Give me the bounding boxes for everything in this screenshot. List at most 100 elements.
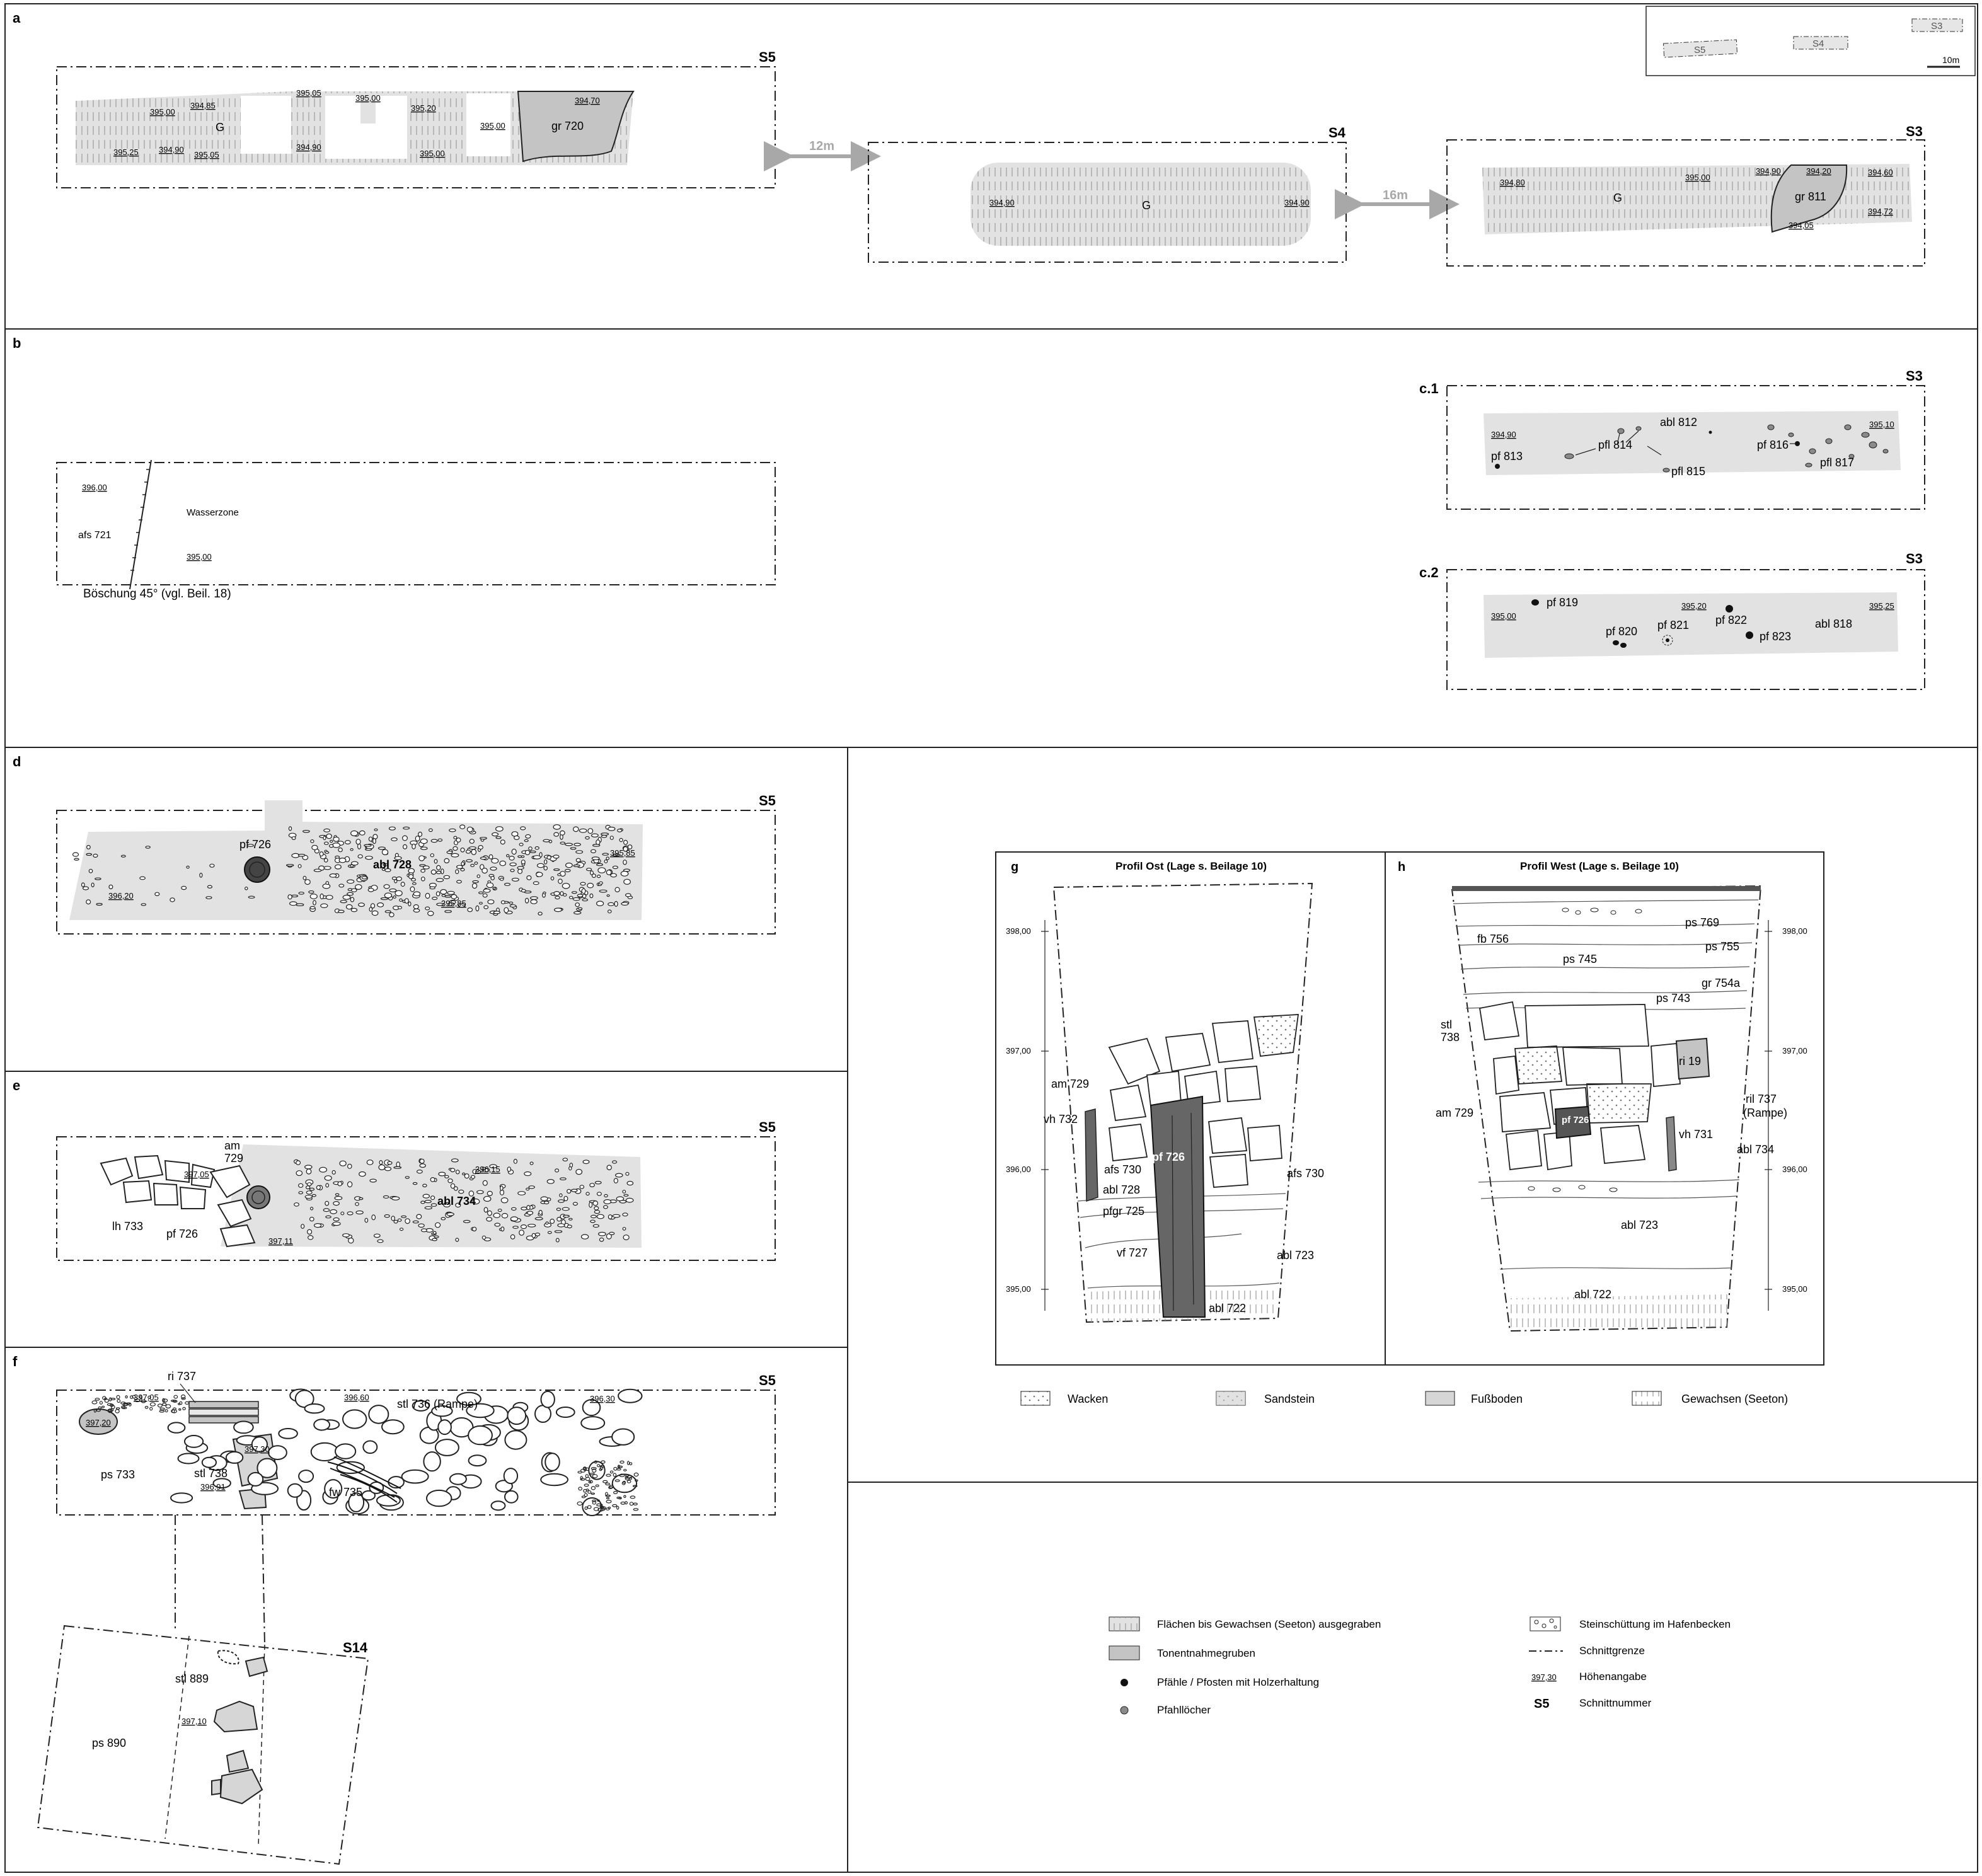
stone — [357, 843, 361, 849]
stone — [379, 1160, 383, 1165]
stone — [550, 1218, 555, 1224]
stone — [606, 1473, 611, 1477]
stone — [139, 876, 146, 880]
stone — [440, 889, 447, 895]
elev-a-s3-4: 394,20 — [1806, 166, 1831, 176]
stone — [500, 1197, 509, 1204]
stone — [465, 849, 471, 854]
stone — [304, 1403, 325, 1414]
stone — [599, 1465, 605, 1468]
stone — [556, 1207, 562, 1211]
stone — [162, 1398, 166, 1403]
elev-a-s4-1: 394,90 — [989, 198, 1015, 207]
stone — [288, 826, 292, 831]
trench-label-s5-d: S5 — [759, 793, 776, 809]
stone — [504, 1490, 519, 1504]
stone — [527, 1224, 536, 1228]
stone — [141, 903, 147, 906]
stone — [595, 1484, 599, 1487]
stone — [628, 1476, 633, 1480]
stone — [325, 1183, 330, 1188]
stone — [475, 1169, 481, 1174]
label-vh732: vh 732 — [1044, 1113, 1078, 1125]
elev-a-s3-3: 394,90 — [1756, 166, 1781, 176]
label-pfl817: pfl 817 — [1820, 456, 1854, 469]
stone — [443, 875, 451, 880]
stone — [623, 1194, 629, 1197]
label-fw735: fw 735 — [329, 1486, 362, 1499]
stone — [455, 869, 459, 875]
stone — [553, 832, 560, 837]
stone — [447, 890, 455, 895]
stone — [164, 1409, 168, 1413]
stone — [593, 1507, 599, 1511]
stone — [570, 847, 577, 850]
label-gr754a: gr 754a — [1702, 977, 1741, 989]
stone — [307, 1182, 312, 1187]
panel-f: S5 S14 ri 737 stl 736 (Ramp — [37, 1370, 776, 1865]
elev-a-s3-5: 394,60 — [1868, 168, 1893, 177]
stone — [72, 852, 79, 857]
label-afs721: afs 721 — [78, 530, 112, 541]
elev-a-s4-2: 394,90 — [1284, 198, 1310, 207]
stone — [577, 907, 583, 910]
stone — [387, 1161, 393, 1165]
label-am-e: am — [224, 1139, 240, 1152]
stone — [623, 1469, 627, 1471]
stone — [121, 1405, 125, 1409]
elev-a-s5-3: 395,25 — [113, 147, 139, 157]
stone — [207, 885, 212, 889]
stone — [612, 865, 619, 870]
stone — [570, 1188, 578, 1192]
stone — [562, 1207, 570, 1211]
stone — [509, 901, 514, 905]
stone — [474, 861, 478, 865]
stone — [546, 855, 551, 860]
stone — [95, 877, 101, 880]
stone — [453, 836, 458, 839]
stone — [626, 1461, 630, 1465]
elev-f-2: 397,20 — [86, 1418, 111, 1427]
stone — [580, 882, 586, 886]
stone — [579, 828, 587, 833]
stone — [557, 873, 562, 877]
elev-f-6: 396,91 — [200, 1482, 226, 1492]
stone — [348, 1492, 365, 1512]
stone — [96, 1408, 101, 1412]
stone — [413, 904, 419, 909]
stone — [575, 850, 584, 854]
stone — [544, 1453, 560, 1471]
profile-h-axis-2: 397,00 — [1782, 1046, 1807, 1056]
stone — [487, 1190, 493, 1197]
stone — [602, 1205, 608, 1209]
stone — [446, 1212, 454, 1216]
stone — [361, 876, 367, 880]
elev-e-3: 397,11 — [268, 1236, 293, 1246]
stone — [401, 1215, 407, 1218]
stone — [623, 860, 627, 865]
stone — [447, 1178, 453, 1183]
stone — [580, 1476, 583, 1480]
stone — [173, 1395, 178, 1399]
stone — [306, 1190, 313, 1195]
stone — [510, 1207, 517, 1211]
stone — [543, 839, 550, 843]
stone — [447, 902, 452, 906]
stone — [524, 849, 531, 856]
stone — [391, 837, 398, 841]
label-lh733: lh 733 — [112, 1220, 143, 1233]
stone — [629, 1502, 634, 1506]
stone — [466, 826, 473, 832]
stone — [128, 1403, 132, 1407]
stone — [397, 906, 402, 909]
stone — [594, 1460, 597, 1464]
stone — [629, 1462, 633, 1466]
stone — [350, 861, 359, 866]
stone — [347, 1181, 353, 1188]
stone — [620, 1501, 626, 1505]
stone — [314, 1223, 322, 1228]
label-ri19: ri 19 — [1679, 1055, 1701, 1067]
distance-16m: 16m — [1383, 188, 1408, 202]
stone — [330, 1209, 337, 1214]
profile-g-axis-3: 396,00 — [1006, 1165, 1031, 1174]
